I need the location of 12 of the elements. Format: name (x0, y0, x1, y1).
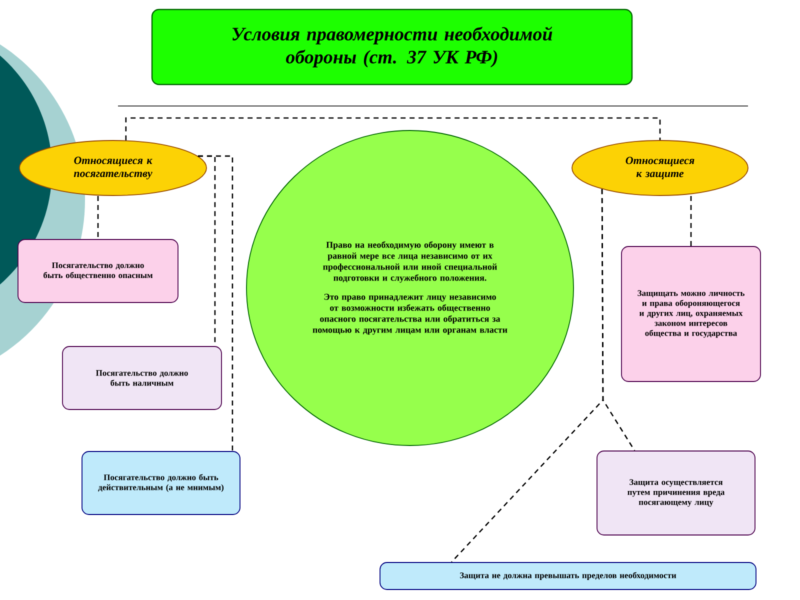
condition-box: Посягательство должно быть наличным (62, 346, 222, 410)
condition-box: Посягательство должно быть действительным (а не мнимым) (82, 451, 240, 515)
connector-line (690, 196, 692, 246)
condition-box: Защита не должна превышать пределов необходимости (380, 562, 756, 590)
condition-box: Посягательство должно быть общественно опасным (18, 239, 178, 303)
connector-line (125, 117, 661, 140)
connector-line (97, 196, 99, 240)
connector-line (198, 155, 234, 452)
condition-box: Защищать можно личность и права обороняющегося и других лиц, охраняемых законом интересов общества и государства (621, 246, 761, 382)
connector-line (451, 189, 604, 562)
title-box: Условия правомерности необходимой обороны (ст. 37 УК РФ) (151, 8, 633, 86)
condition-box: Защита осуществляется путем причинения вреда посягающему лицу (596, 450, 756, 536)
